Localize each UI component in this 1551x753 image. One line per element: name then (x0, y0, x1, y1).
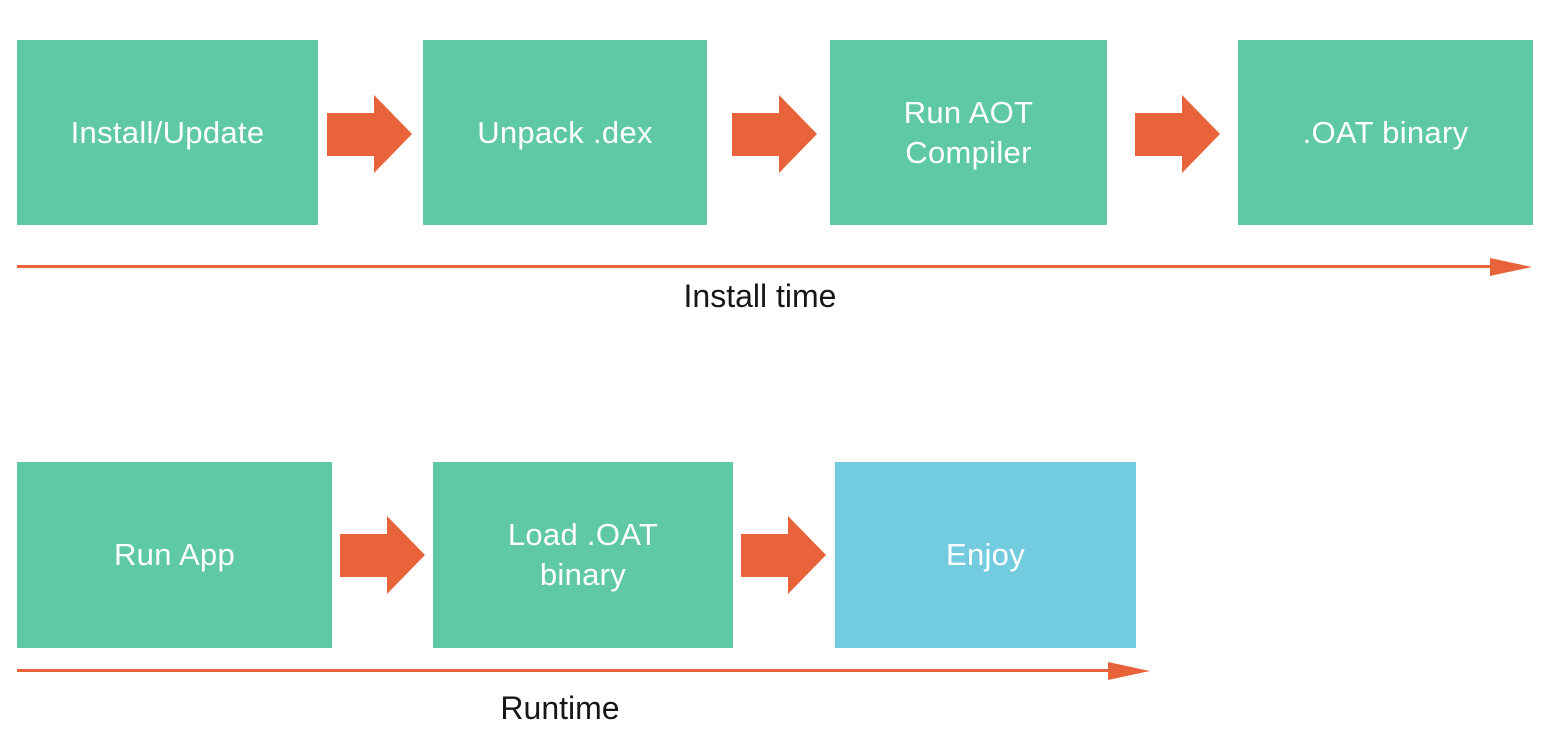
flow-arrow-icon (1135, 95, 1220, 173)
arrow-head (779, 95, 817, 173)
flow-box-label: Unpack .dex (477, 114, 653, 150)
flow-box-label: .OAT binary (1302, 114, 1469, 150)
flow-arrow-icon (327, 95, 412, 173)
arrow-head (788, 516, 826, 594)
flow-box-load-oat-binary: Load .OAT binary (433, 462, 733, 648)
flow-box-oat-binary: .OAT binary (1238, 40, 1533, 225)
runtime-timeline-label: Runtime (500, 690, 620, 726)
flow-box-enjoy: Enjoy (835, 462, 1136, 648)
install-timeline-label: Install time (683, 278, 837, 314)
arrow-body (1135, 112, 1182, 156)
arrow-body (732, 112, 779, 156)
flow-box-run-app: Run App (17, 462, 332, 648)
arrow-body (327, 112, 374, 156)
runtime-timeline-line (17, 669, 1108, 672)
arrow-head (387, 516, 425, 594)
flow-box-unpack-dex: Unpack .dex (423, 40, 707, 225)
flow-arrow-icon (340, 516, 425, 594)
arrow-body (741, 533, 788, 577)
install-timeline-line (17, 265, 1494, 268)
install-timeline-arrowhead-icon (1490, 258, 1532, 276)
flow-box-install-update: Install/Update (17, 40, 318, 225)
arrow-body (340, 533, 387, 577)
flow-arrow-icon (732, 95, 817, 173)
arrow-head (1182, 95, 1220, 173)
flow-box-label: Install/Update (70, 114, 265, 150)
flow-box-run-aot-compiler: Run AOT Compiler (830, 40, 1107, 225)
flow-arrow-icon (741, 516, 826, 594)
arrow-head (374, 95, 412, 173)
flow-box-label: Run AOT Compiler (903, 94, 1034, 170)
flow-box-label: Run App (113, 537, 236, 572)
runtime-timeline-arrowhead-icon (1108, 662, 1150, 680)
flow-box-label: Enjoy (945, 537, 1026, 572)
flow-box-label: Load .OAT binary (507, 517, 659, 592)
